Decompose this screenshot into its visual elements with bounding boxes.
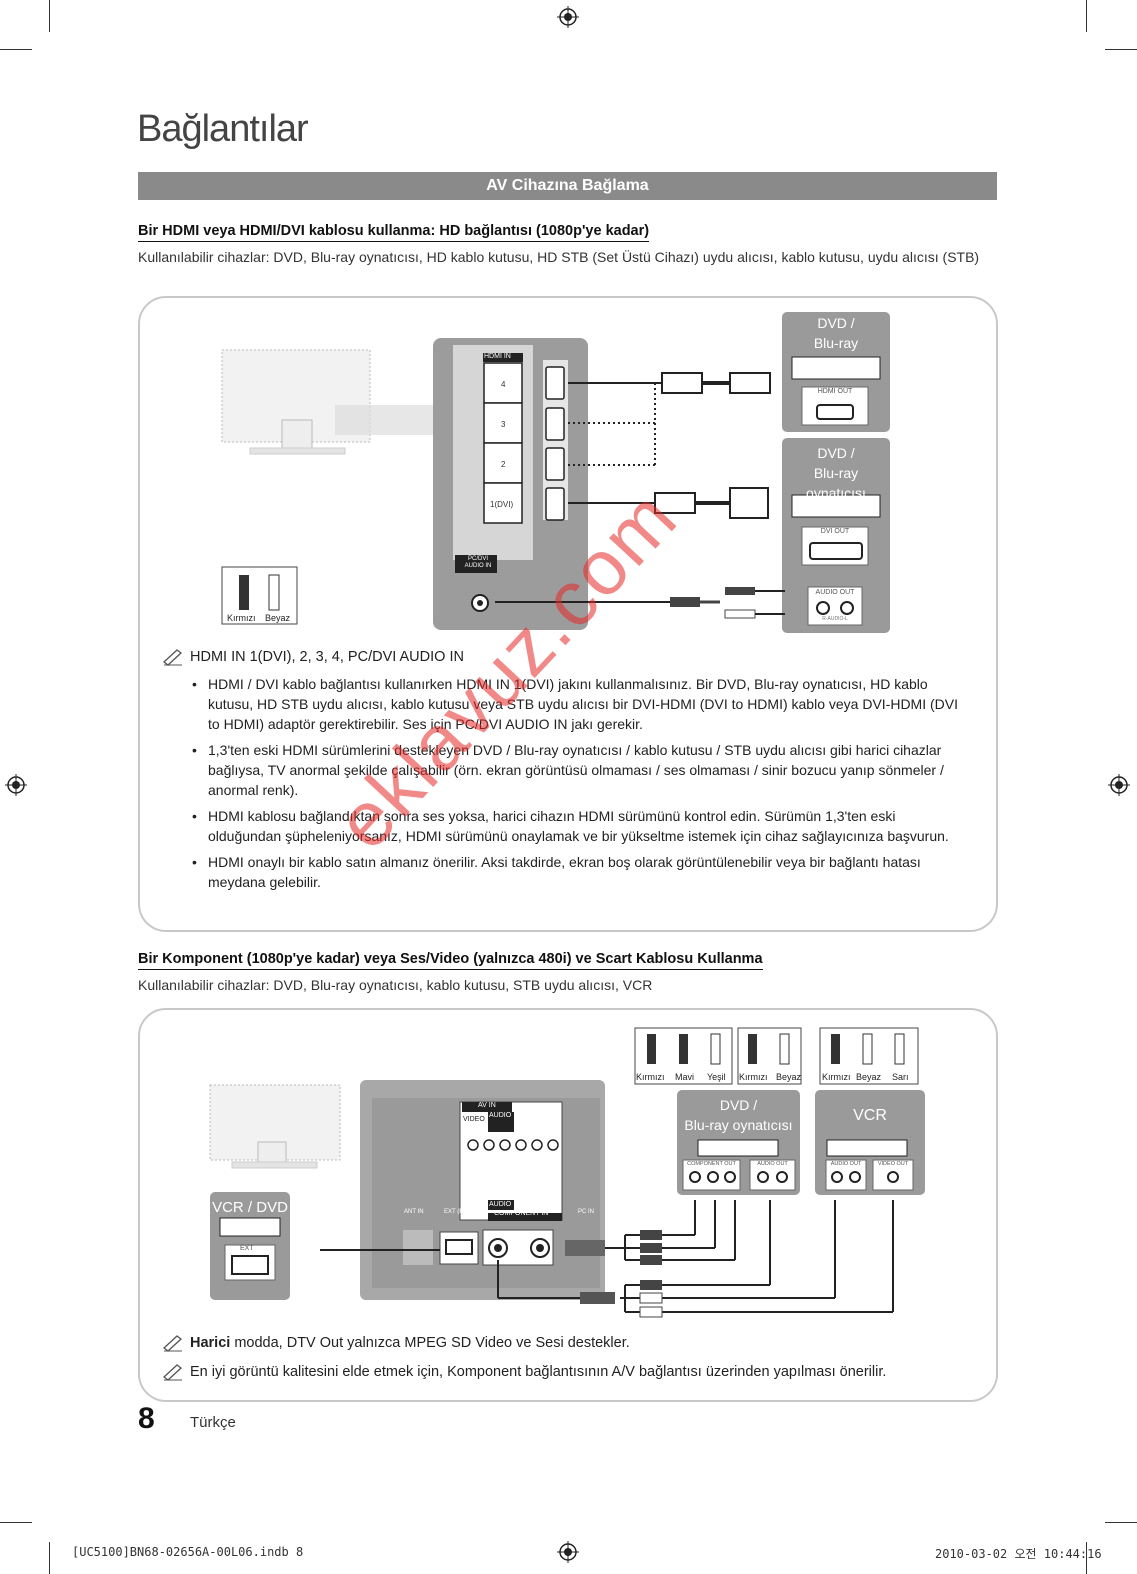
section1-title: Bir HDMI veya HDMI/DVI kablosu kullanma:…	[138, 223, 650, 242]
port-label: 2	[501, 460, 506, 469]
note-heading-text: HDMI IN 1(DVI), 2, 3, 4, PC/DVI AUDIO IN	[190, 649, 464, 665]
audio-label: AUDIO	[489, 1112, 512, 1119]
cable-label: Kırmızı	[636, 1072, 665, 1082]
device-name-line: DVD /	[817, 445, 855, 461]
registration-mark-icon	[557, 1541, 579, 1563]
audio-label-lower: AUDIO	[489, 1201, 512, 1208]
cable-label: Mavi	[675, 1072, 695, 1082]
page-number: 8	[138, 1402, 155, 1435]
vcr-video-out-label: VIDEO OUT	[877, 1161, 909, 1167]
print-info-right: 2010-03-02 오전 10:44:16	[935, 1547, 1102, 1561]
note-pencil-icon	[162, 1364, 183, 1381]
video-label: VIDEO	[463, 1116, 485, 1123]
hdmi-notes-list: HDMI / DVI kablo bağlantısı kullanırken …	[190, 674, 970, 898]
note-pencil-icon	[162, 649, 183, 666]
section1-description: Kullanılabilir cihazlar: DVD, Blu-ray oy…	[138, 249, 980, 265]
cable-label: Kırmızı	[739, 1072, 768, 1082]
component-connection-diagram	[209, 1027, 925, 1318]
page-language: Türkçe	[190, 1414, 236, 1431]
section2-description: Kullanılabilir cihazlar: DVD, Blu-ray oy…	[138, 977, 653, 993]
section-banner: AV Cihazına Bağlama	[138, 172, 997, 200]
section1-header: Bir HDMI veya HDMI/DVI kablosu kullanma:…	[138, 222, 650, 242]
device1-label: DVD / Blu-ray oynatıcısı	[782, 313, 890, 373]
vcr-audio-out-label: AUDIO OUT	[830, 1161, 862, 1167]
vcr-dvd-label: VCR / DVD	[212, 1199, 288, 1216]
audio-in-label: AUDIO IN	[464, 563, 492, 569]
note-text: modda, DTV Out yalnızca MPEG SD Video ve…	[230, 1335, 630, 1351]
vcr-device-label: VCR	[853, 1107, 887, 1124]
note-text: En iyi görüntü kalitesini elde etmek içi…	[190, 1364, 887, 1380]
note-heading: HDMI IN 1(DVI), 2, 3, 4, PC/DVI AUDIO IN	[162, 648, 464, 666]
list-item: HDMI onaylı bir kablo satın almanız öner…	[190, 852, 970, 892]
section2-title: Bir Komponent (1080p'ye kadar) veya Ses/…	[138, 951, 763, 970]
port-label: 4	[501, 380, 506, 389]
dvi-out-label: DVI OUT	[820, 528, 850, 535]
section2-header: Bir Komponent (1080p'ye kadar) veya Ses/…	[138, 950, 763, 970]
cable-label: Yeşil	[707, 1072, 726, 1082]
list-item: 1,3'ten eski HDMI sürümlerini destekleye…	[190, 740, 970, 800]
device-name-line: Blu-ray oynatıcısı	[806, 335, 866, 371]
device2-label: DVD / Blu-ray oynatıcısı	[782, 443, 890, 503]
hdmi-out-label: HDMI OUT	[817, 388, 853, 395]
device-name-line: DVD /	[817, 315, 855, 331]
list-item: HDMI kablosu bağlandıktan sonra ses yoks…	[190, 806, 970, 846]
note-bold-word: Harici	[190, 1335, 231, 1351]
device-name-line: Blu-ray oynatıcısı	[806, 465, 866, 501]
port-label: 3	[501, 420, 506, 429]
cable-label-red: Kırmızı	[227, 613, 256, 623]
note-external-mode: Harici modda, DTV Out yalnızca MPEG SD V…	[162, 1334, 630, 1352]
print-info-left: [UC5100]BN68-02656A-00L06.indb 8	[72, 1545, 304, 1559]
component-in-label: COMPONENT IN	[494, 1210, 549, 1217]
cable-label: Kırmızı	[822, 1072, 851, 1082]
page-title: Bağlantılar	[137, 108, 309, 150]
cable-label-white: Beyaz	[265, 613, 291, 623]
note-pencil-icon	[162, 1335, 183, 1352]
device-name-line: DVD /	[719, 1097, 758, 1113]
pc-dvi-label: PC/DVI	[467, 556, 488, 562]
audio-out-label: AUDIO OUT	[815, 589, 855, 596]
cable-label: Beyaz	[856, 1072, 882, 1082]
list-item: HDMI / DVI kablo bağlantısı kullanırken …	[190, 674, 970, 734]
cable-label: Sarı	[892, 1072, 909, 1082]
ext-label: EXT	[240, 1245, 254, 1252]
device-name-line: Blu-ray oynatıcısı	[684, 1117, 793, 1133]
note-component-recommendation: En iyi görüntü kalitesini elde etmek içi…	[162, 1363, 886, 1381]
registration-mark-icon	[557, 6, 579, 28]
cable-label: Beyaz	[776, 1072, 802, 1082]
ant-in-label: ANT IN	[404, 1209, 424, 1215]
component-out-label: COMPONENT OUT	[687, 1161, 736, 1167]
port-label: 1(DVI)	[490, 500, 514, 509]
registration-mark-icon	[1108, 774, 1130, 796]
ext-rgb-label: EXT (RGB)	[444, 1209, 475, 1215]
tv-back-illustration	[221, 349, 435, 455]
pc-dvi-audio-label: PC/DVI AUDIO IN	[461, 556, 495, 570]
registration-mark-icon	[5, 774, 27, 796]
dvd-device-label: DVD / Blu-ray oynatıcısı	[677, 1095, 800, 1135]
hdmi-connection-diagram	[221, 312, 890, 633]
hdmi-in-label: HDMI IN	[484, 353, 511, 360]
pc-in-label: PC IN	[578, 1209, 595, 1215]
audio-out-label: AUDIO OUT	[757, 1161, 788, 1167]
av-in-label: AV IN	[478, 1102, 496, 1109]
audio-sub-label: R-AUDIO-L	[822, 616, 848, 622]
